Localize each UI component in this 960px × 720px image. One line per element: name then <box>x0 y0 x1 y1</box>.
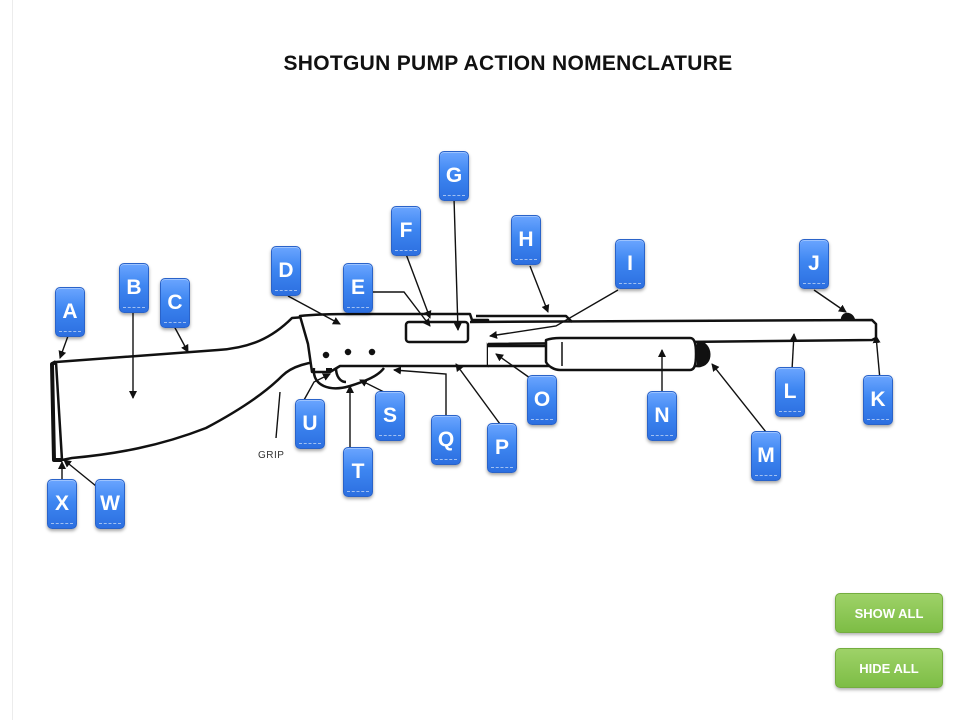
hotspot-u[interactable]: U <box>295 399 325 449</box>
leader-o <box>495 353 531 379</box>
hotspot-k[interactable]: K <box>863 375 893 425</box>
leader-l <box>789 333 798 371</box>
fore-end <box>544 336 698 372</box>
leader-f <box>405 253 432 319</box>
hotspot-t[interactable]: T <box>343 447 373 497</box>
hotspot-w[interactable]: W <box>95 479 125 529</box>
leader-u <box>303 373 331 401</box>
hotspot-n[interactable]: N <box>647 391 677 441</box>
ejection-port <box>404 320 470 344</box>
hotspot-j[interactable]: J <box>799 239 829 289</box>
hotspot-l[interactable]: L <box>775 367 805 417</box>
trigger <box>334 367 347 384</box>
magazine-cap <box>696 340 711 368</box>
leader-lines <box>58 197 881 487</box>
leader-j <box>813 289 847 313</box>
receiver-pin <box>368 348 376 356</box>
leader-a <box>58 335 69 359</box>
hotspot-p[interactable]: P <box>487 423 517 473</box>
hotspot-x[interactable]: X <box>47 479 77 529</box>
hotspot-o[interactable]: O <box>527 375 557 425</box>
leader-d <box>287 295 341 325</box>
leader-p <box>455 363 501 425</box>
hide-all-button[interactable]: HIDE ALL <box>835 648 943 688</box>
front-sight <box>840 312 856 321</box>
hotspot-f[interactable]: F <box>391 206 421 256</box>
rib-rear <box>476 314 573 323</box>
hotspot-q[interactable]: Q <box>431 415 461 465</box>
leader-h <box>529 265 550 313</box>
page-title: SHOTGUN PUMP ACTION NOMENCLATURE <box>283 52 733 75</box>
leader-k <box>872 335 881 381</box>
hotspot-m[interactable]: M <box>751 431 781 481</box>
buttplate <box>50 360 62 462</box>
hotspot-i[interactable]: I <box>615 239 645 289</box>
stock-outline <box>54 313 332 462</box>
leader-w <box>63 459 97 487</box>
leader-m <box>711 363 767 433</box>
hotspot-c[interactable]: C <box>160 278 190 328</box>
hotspot-s[interactable]: S <box>375 391 405 441</box>
leader-q <box>393 366 447 416</box>
shotgun-drawing <box>50 312 878 462</box>
receiver-pin <box>322 351 330 359</box>
leader-grip <box>275 391 281 439</box>
hotspot-d[interactable]: D <box>271 246 301 296</box>
page-edge <box>12 0 13 720</box>
hotspot-a[interactable]: A <box>55 287 85 337</box>
receiver-pin <box>344 348 352 356</box>
leader-g <box>453 197 462 331</box>
hotspot-b[interactable]: B <box>119 263 149 313</box>
leader-c <box>173 325 189 353</box>
hotspot-h[interactable]: H <box>511 215 541 265</box>
hotspot-e[interactable]: E <box>343 263 373 313</box>
leader-i <box>489 289 619 339</box>
leader-e <box>372 291 431 327</box>
hotspot-g[interactable]: G <box>439 151 469 201</box>
show-all-button[interactable]: SHOW ALL <box>835 593 943 633</box>
grip-label: GRIP <box>258 450 285 461</box>
